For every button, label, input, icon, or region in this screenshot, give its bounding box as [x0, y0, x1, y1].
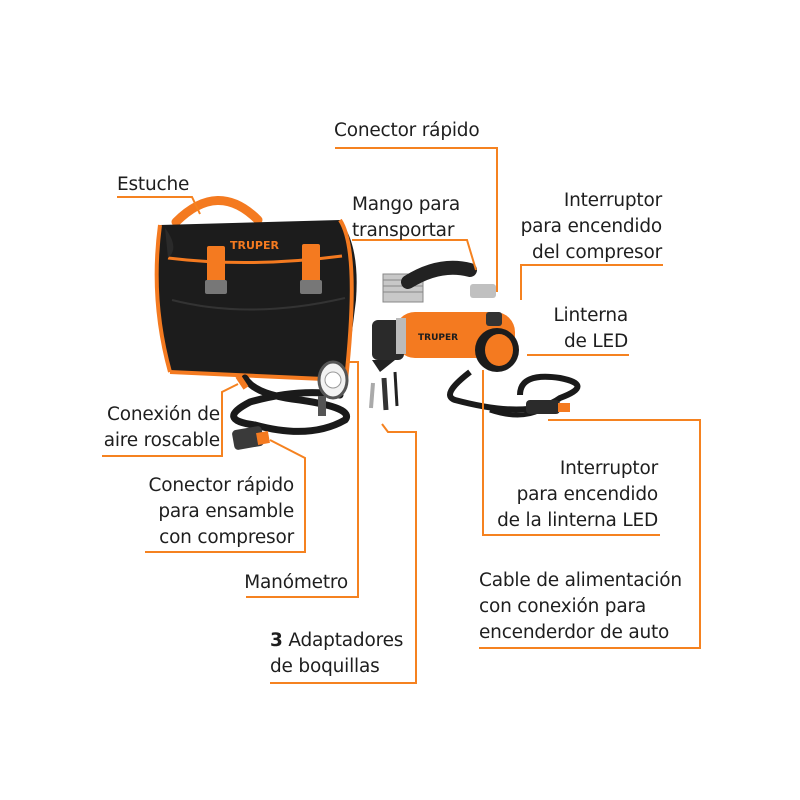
callout-conexion-aire: Conexión de aire roscable: [104, 402, 220, 454]
bag-logo-text: TRUPER: [230, 239, 279, 252]
callout-manometro: Manómetro: [244, 570, 348, 596]
carry-bag: TRUPER: [154, 196, 357, 382]
callout-line: con compresor: [159, 527, 294, 548]
hose-and-gauge: [230, 360, 350, 450]
callout-conector-rapido: Conector rápido: [334, 118, 480, 144]
leader-conector-rapido: [335, 147, 498, 292]
callout-line: 3 Adaptadores: [270, 628, 403, 654]
callout-adaptadores: 3 Adaptadores de boquillas: [270, 628, 403, 680]
callout-line: transportar: [352, 220, 455, 241]
callout-line: de la linterna LED: [497, 510, 658, 531]
compressor-logo-text: TRUPER: [418, 333, 458, 343]
callout-estuche: Estuche: [117, 172, 189, 198]
callout-line: Linterna: [553, 305, 628, 326]
callout-line: Interruptor: [563, 190, 662, 211]
leader-estuche: [117, 196, 201, 215]
callout-line: de boquillas: [270, 656, 380, 677]
callout-line: Interruptor: [559, 458, 658, 479]
callout-line: de LED: [563, 331, 628, 352]
callout-line: Mango para: [352, 194, 460, 215]
callout-line: Estuche: [117, 174, 190, 195]
callout-line: Conector rápido: [148, 475, 295, 496]
compressor: TRUPER: [372, 260, 581, 418]
callout-text: Adaptadores: [288, 630, 404, 651]
callout-line: aire roscable: [103, 430, 220, 451]
callout-interruptor-linterna: Interruptor para encendido de la lintern…: [497, 456, 658, 534]
callout-conector-ensamble: Conector rápido para ensamble con compre…: [148, 473, 295, 551]
callout-line: encenderdor de auto: [479, 622, 670, 643]
callout-linterna: Linterna de LED: [553, 303, 628, 355]
nozzle-adapters: [369, 371, 399, 411]
callout-line: Manómetro: [244, 572, 348, 593]
leader-cable: [479, 419, 701, 649]
callout-line: para encendido: [516, 484, 659, 505]
callout-line: Conexión de: [107, 404, 220, 425]
callout-line: Conector rápido: [334, 120, 480, 141]
callout-line: Cable de alimentación: [479, 570, 682, 591]
callout-line: para encendido: [520, 216, 663, 237]
leader-lines: [102, 147, 701, 684]
callout-line: del compresor: [532, 242, 662, 263]
callout-interruptor-compresor: Interruptor para encendido del compresor: [520, 188, 663, 266]
callout-line: con conexión para: [479, 596, 647, 617]
leader-interruptor-linterna: [482, 370, 660, 536]
callout-line: para ensamble: [158, 501, 294, 522]
leader-adaptadores: [270, 423, 417, 684]
leader-interruptor-compresor: [520, 264, 663, 300]
leader-conexion-aire: [102, 383, 239, 457]
callout-cable: Cable de alimentación con conexión para …: [479, 568, 682, 646]
leader-conector-ensamble: [145, 439, 306, 553]
leader-manometro: [246, 361, 359, 598]
adapter-count: 3: [270, 630, 283, 651]
leader-mango: [352, 239, 477, 271]
callout-mango: Mango para transportar: [352, 192, 460, 244]
